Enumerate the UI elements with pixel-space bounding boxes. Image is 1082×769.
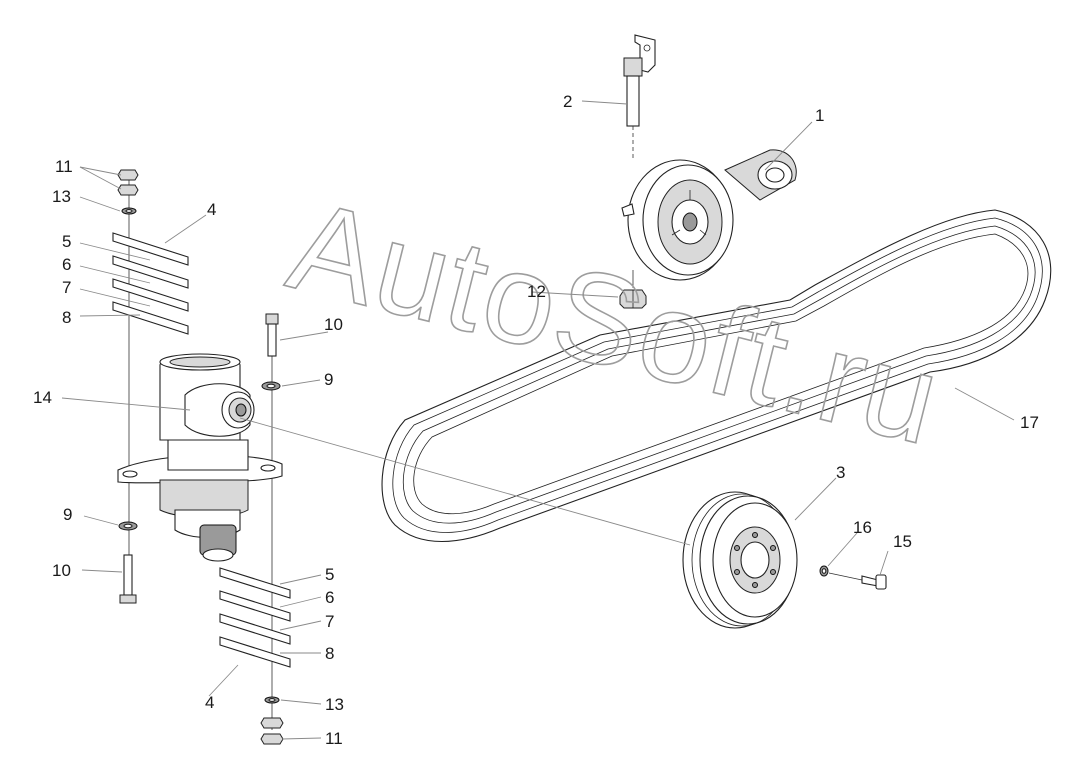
callout-labels: 1 2 3 4 4 5 5 6 6 7 7 8 8 9 9 10 10 11 1… <box>33 92 1039 748</box>
callout-6-right: 6 <box>325 588 334 607</box>
tensioner-pulley <box>621 149 797 281</box>
callout-2: 2 <box>563 92 572 111</box>
left-shim-stack <box>112 169 189 604</box>
callout-10-top: 10 <box>324 315 343 334</box>
callout-12: 12 <box>527 282 546 301</box>
leader-lines <box>61 100 1015 740</box>
callout-15: 15 <box>893 532 912 551</box>
callout-16: 16 <box>853 518 872 537</box>
callout-17: 17 <box>1020 413 1039 432</box>
callout-9-left: 9 <box>63 505 72 524</box>
callout-9-right: 9 <box>324 370 333 389</box>
callout-10-bottom: 10 <box>52 561 71 580</box>
nut-12 <box>619 270 647 309</box>
callout-8-left: 8 <box>62 308 71 327</box>
drive-pulley <box>682 491 798 629</box>
callout-6-left: 6 <box>62 255 71 274</box>
callout-13-bottom: 13 <box>325 695 344 714</box>
callout-7-right: 7 <box>325 612 334 631</box>
callout-4-top: 4 <box>207 200 216 219</box>
gearbox <box>117 353 283 562</box>
right-shim-stack <box>219 313 291 745</box>
callout-11-bottom: 11 <box>325 729 343 748</box>
callout-8-right: 8 <box>325 644 334 663</box>
bolt-15 <box>828 572 887 590</box>
callout-13-top: 13 <box>52 187 71 206</box>
callout-5-right: 5 <box>325 565 334 584</box>
callout-14: 14 <box>33 388 52 407</box>
callout-1: 1 <box>815 106 824 125</box>
callout-5-left: 5 <box>62 232 71 251</box>
drive-belt <box>381 209 1052 542</box>
callout-4-bottom: 4 <box>205 693 214 712</box>
callout-7-left: 7 <box>62 278 71 297</box>
tensioner-bolt <box>623 34 656 160</box>
callout-11-top: 11 <box>55 157 73 176</box>
callout-3: 3 <box>836 463 845 482</box>
washer-16 <box>819 565 829 577</box>
